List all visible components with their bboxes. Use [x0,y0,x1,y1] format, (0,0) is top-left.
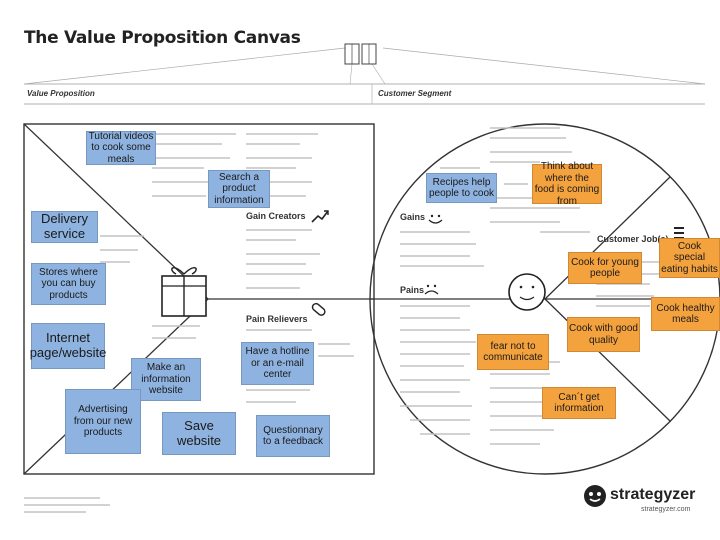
sticky-think-about[interactable]: Think about where the food is coming fro… [532,161,602,207]
sticky-internet-page[interactable]: Internet page/website [30,323,106,369]
brand-name: strategyzer [610,486,696,503]
gift-icon [161,266,207,317]
value-proposition-label: Value Proposition [27,89,95,98]
sticky-cook-healthy[interactable]: Cook healthy meals [651,297,720,331]
strategyzer-logo-icon [584,485,606,507]
sticky-cook-quality[interactable]: Cook with good quality [567,317,640,352]
customer-jobs-header: Customer Job(s) [597,234,669,244]
page-title: The Value Proposition Canvas [24,28,301,48]
sticky-search-product[interactable]: Search a product information [208,170,270,208]
sticky-advertising[interactable]: Advertising from our new products [65,389,141,454]
sticky-recipes-help[interactable]: Recipes help people to cook [426,173,497,203]
frown-icon [424,284,439,295]
sticky-tutorial-videos[interactable]: Tutorial videos to cook some meals [86,131,156,165]
sticky-cook-special[interactable]: Cook special eating habits [659,238,720,278]
sticky-cant-get-info[interactable]: Can´t get information [542,387,616,419]
sticky-delivery-service[interactable]: Delivery service [31,211,98,243]
sticky-make-information[interactable]: Make an information website [131,358,201,401]
customer-segment-label: Customer Segment [378,89,452,98]
pains-header: Pains [400,285,425,295]
sticky-stores[interactable]: Stores where you can buy products [31,263,106,305]
sticky-questionnary[interactable]: Questionnary to a feedback [256,415,330,457]
face-icon [508,273,546,311]
pill-icon [311,302,326,316]
brand-url[interactable]: strategyzer.com [641,506,691,513]
gain-creators-header: Gain Creators [246,211,306,221]
fit-icon [344,43,377,65]
sticky-cook-for-young[interactable]: Cook for young people [568,252,642,284]
trend-up-icon [311,210,329,223]
sticky-save-website[interactable]: Save website [162,412,236,455]
gains-header: Gains [400,212,426,222]
smiley-icon [428,214,443,224]
sticky-have-hotline[interactable]: Have a hotline or an e-mail center [241,342,314,385]
pain-relievers-header: Pain Relievers [246,314,308,324]
sticky-fear-communicate[interactable]: fear not to communicate [477,334,549,370]
